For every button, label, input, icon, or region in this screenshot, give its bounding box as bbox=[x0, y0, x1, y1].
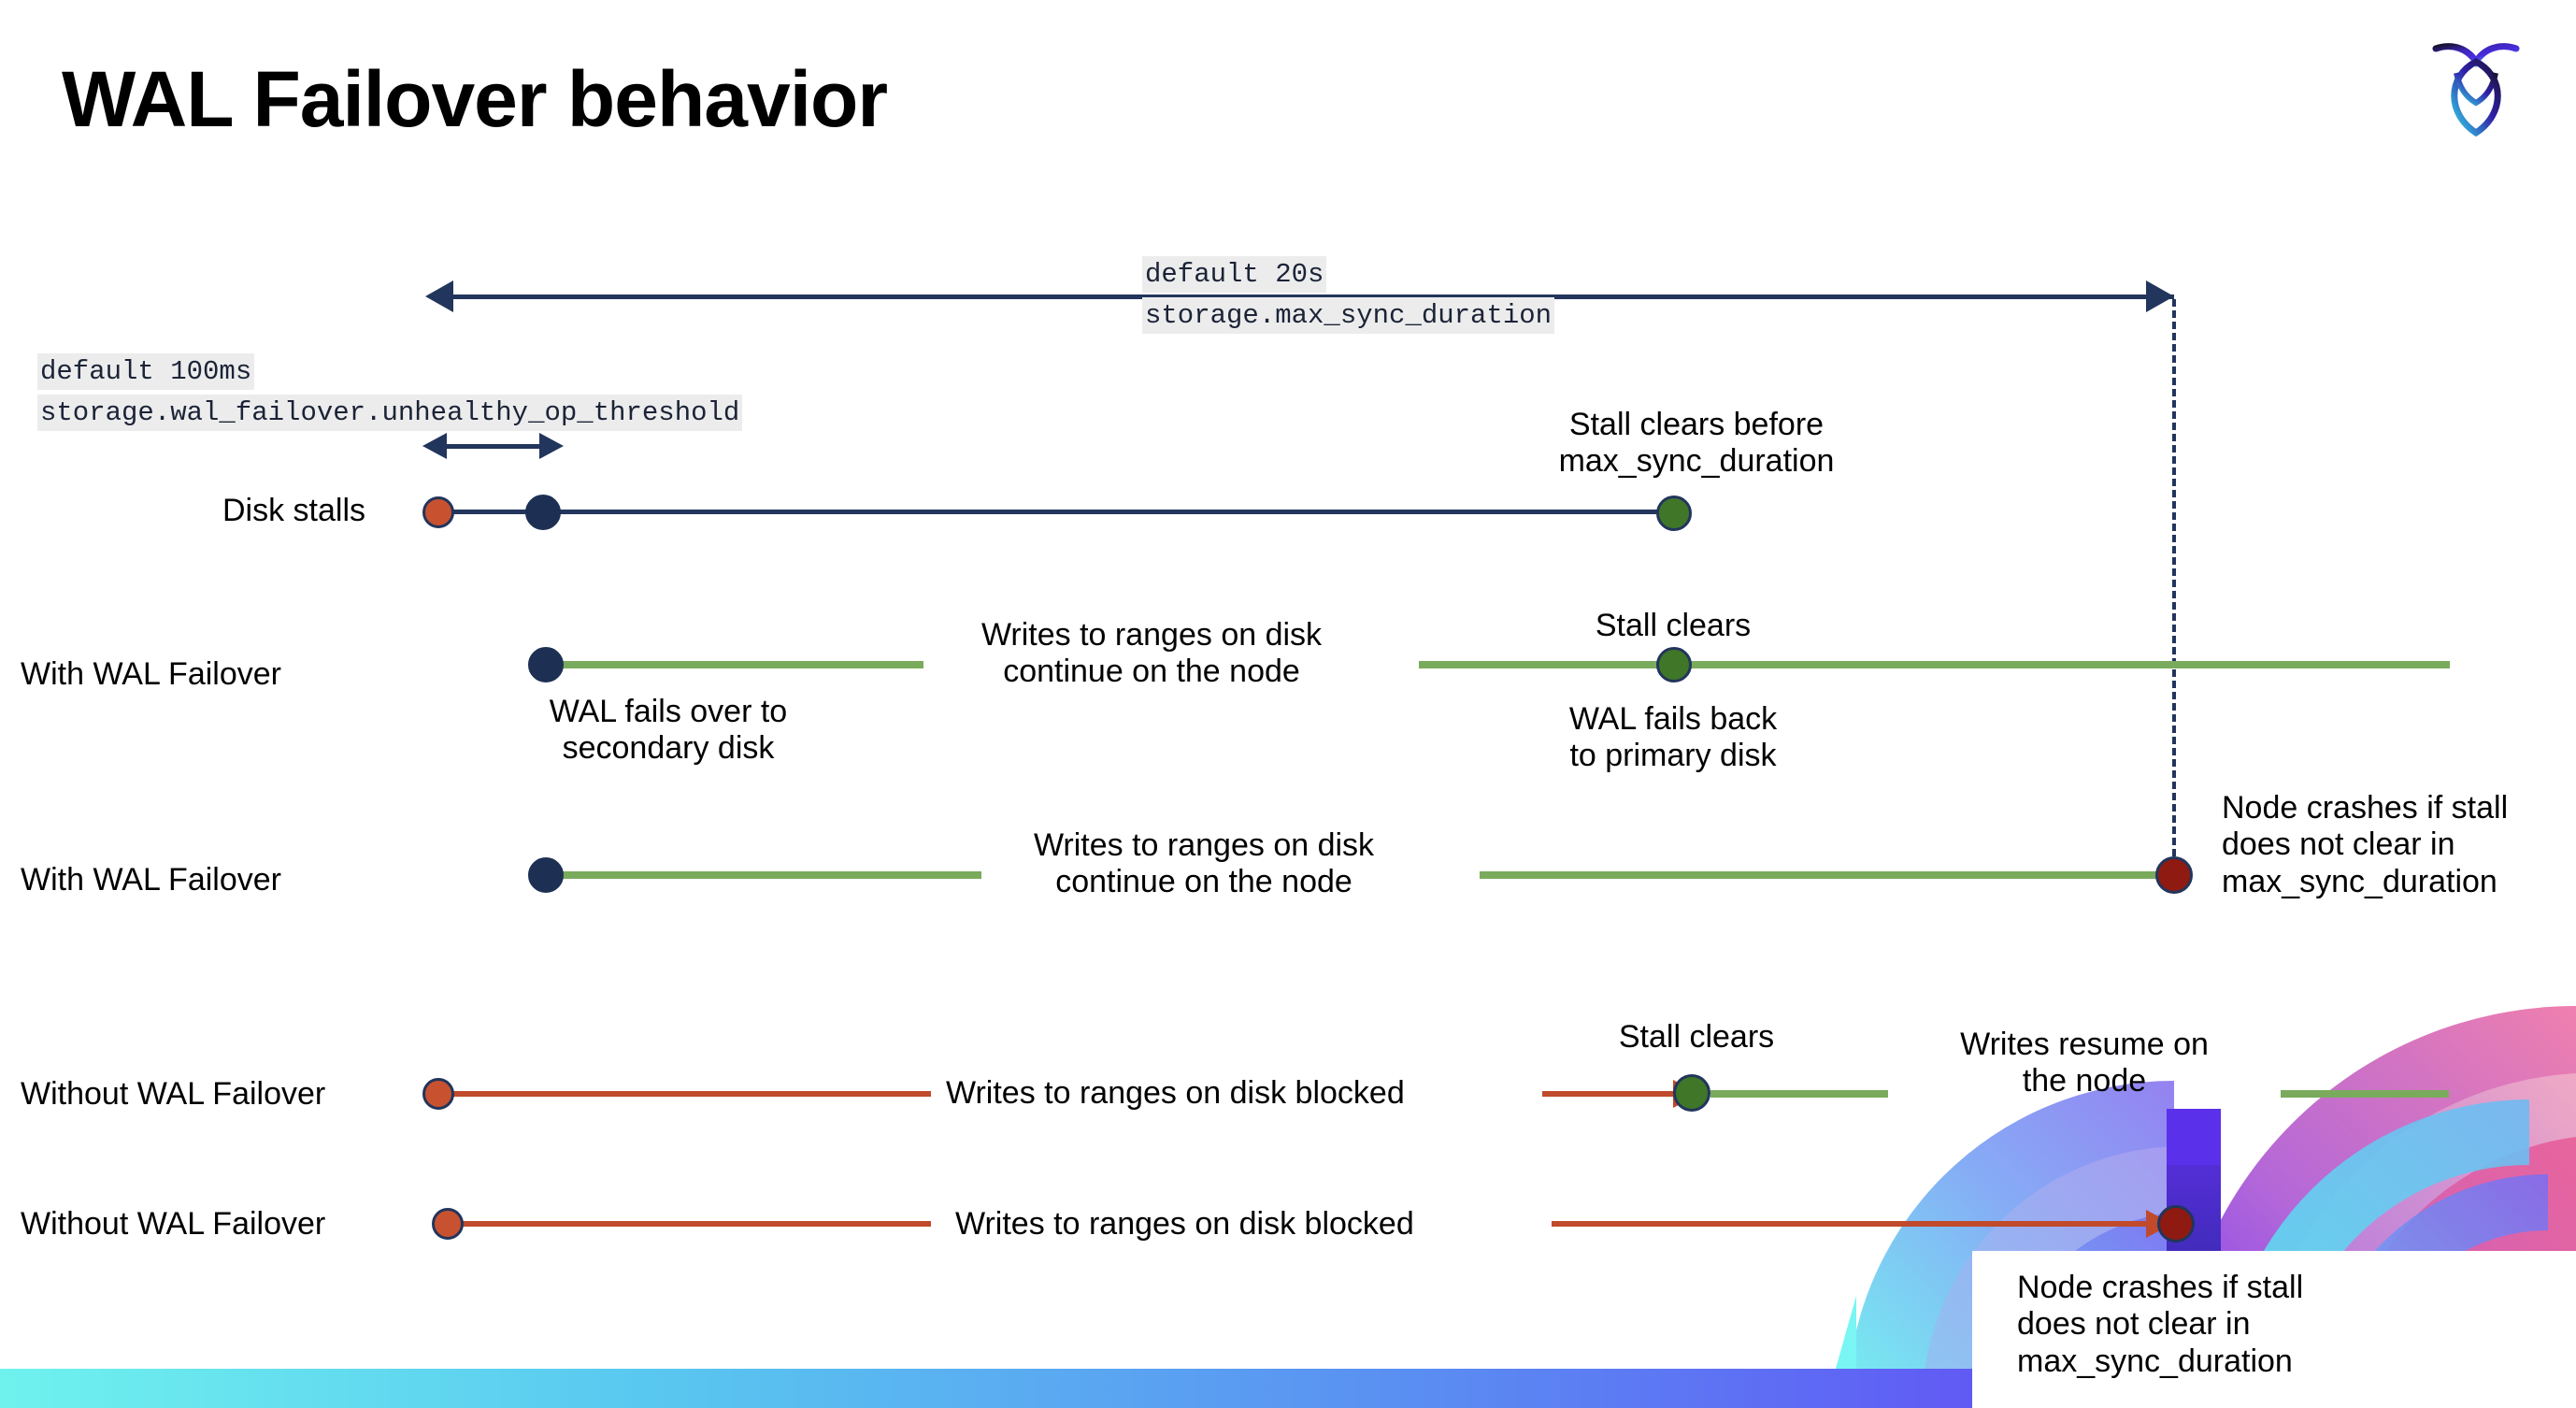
bottom-caption-backdrop bbox=[1972, 1251, 2576, 1408]
with-wal-2-timeline-right bbox=[1480, 871, 2176, 879]
note-writes-resume: Writes resume on the node bbox=[1960, 1027, 2209, 1099]
max-sync-duration-span bbox=[451, 295, 2174, 299]
unhealthy-op-span bbox=[445, 444, 543, 449]
stall-start-marker-row4[interactable] bbox=[422, 1078, 454, 1110]
with-wal-1-timeline-right bbox=[1419, 661, 2450, 668]
row-label-with-wal-failover-2: With WAL Failover bbox=[21, 862, 281, 898]
without-wal-1-resume-b bbox=[2281, 1090, 2449, 1098]
row-label-disk-stalls: Disk stalls bbox=[222, 493, 366, 528]
note-wal-fails-back: WAL fails back to primary disk bbox=[1568, 701, 1778, 774]
stall-start-marker[interactable] bbox=[422, 496, 454, 528]
without-wal-1-blocked-left bbox=[447, 1091, 931, 1097]
without-wal-2-blocked-left bbox=[447, 1221, 931, 1227]
row-label-without-wal-failover-1: Without WAL Failover bbox=[21, 1076, 326, 1112]
row-label-without-wal-failover-2: Without WAL Failover bbox=[21, 1206, 326, 1242]
note-stall-clears-1: Stall clears bbox=[1595, 608, 1752, 643]
row-label-with-wal-failover-1: With WAL Failover bbox=[21, 656, 281, 692]
without-wal-1-resume-a bbox=[1710, 1090, 1888, 1098]
note-writes-continue-2: Writes to ranges on disk continue on the… bbox=[1033, 827, 1375, 900]
unhealthy-op-arrow-right bbox=[539, 433, 564, 459]
max-sync-duration-default-chip: default 20s bbox=[1142, 256, 1327, 294]
without-wal-2-blocked-right bbox=[1552, 1221, 2168, 1227]
stall-cleared-marker-row2[interactable] bbox=[1656, 647, 1692, 682]
max-sync-duration-dropline bbox=[2172, 299, 2176, 879]
max-sync-duration-setting-chip: storage.max_sync_duration bbox=[1142, 297, 1555, 335]
node-crash-marker-row5[interactable] bbox=[2157, 1205, 2195, 1243]
stall-start-marker-row5[interactable] bbox=[432, 1208, 464, 1240]
stall-cleared-marker-row4[interactable] bbox=[1673, 1074, 1710, 1112]
logo-mark bbox=[2432, 43, 2520, 137]
page-title: WAL Failover behavior bbox=[62, 55, 888, 143]
note-stall-clears-2: Stall clears bbox=[1618, 1019, 1775, 1055]
failover-trigger-marker[interactable] bbox=[525, 495, 561, 530]
note-wal-fails-over: WAL fails over to secondary disk bbox=[549, 694, 788, 767]
note-writes-blocked-1: Writes to ranges on disk blocked bbox=[946, 1075, 1405, 1111]
failover-trigger-marker-row2[interactable] bbox=[528, 647, 564, 682]
unhealthy-op-arrow-left bbox=[422, 433, 447, 459]
max-sync-duration-arrow-right bbox=[2146, 280, 2174, 312]
node-crash-marker-row3[interactable] bbox=[2155, 856, 2193, 894]
note-stall-clears-before: Stall clears before max_sync_duration bbox=[1558, 407, 1835, 480]
note-writes-blocked-2: Writes to ranges on disk blocked bbox=[955, 1206, 1414, 1242]
unhealthy-op-default-chip: default 100ms bbox=[37, 353, 255, 391]
stall-cleared-marker-disk[interactable] bbox=[1656, 496, 1692, 531]
note-node-crashes-1: Node crashes if stall does not clear in … bbox=[2222, 790, 2509, 899]
cockroachdb-logo bbox=[2425, 28, 2527, 140]
note-writes-continue-1: Writes to ranges on disk continue on the… bbox=[980, 617, 1323, 690]
failover-trigger-marker-row3[interactable] bbox=[528, 857, 564, 893]
note-node-crashes-2: Node crashes if stall does not clear in … bbox=[2017, 1270, 2304, 1379]
disk-stalls-timeline bbox=[435, 510, 1678, 514]
max-sync-duration-arrow-left bbox=[425, 280, 453, 312]
with-wal-1-timeline-left bbox=[542, 661, 923, 668]
with-wal-2-timeline-left bbox=[542, 871, 981, 879]
without-wal-1-blocked-right bbox=[1542, 1091, 1682, 1097]
unhealthy-op-setting-chip: storage.wal_failover.unhealthy_op_thresh… bbox=[37, 395, 743, 432]
